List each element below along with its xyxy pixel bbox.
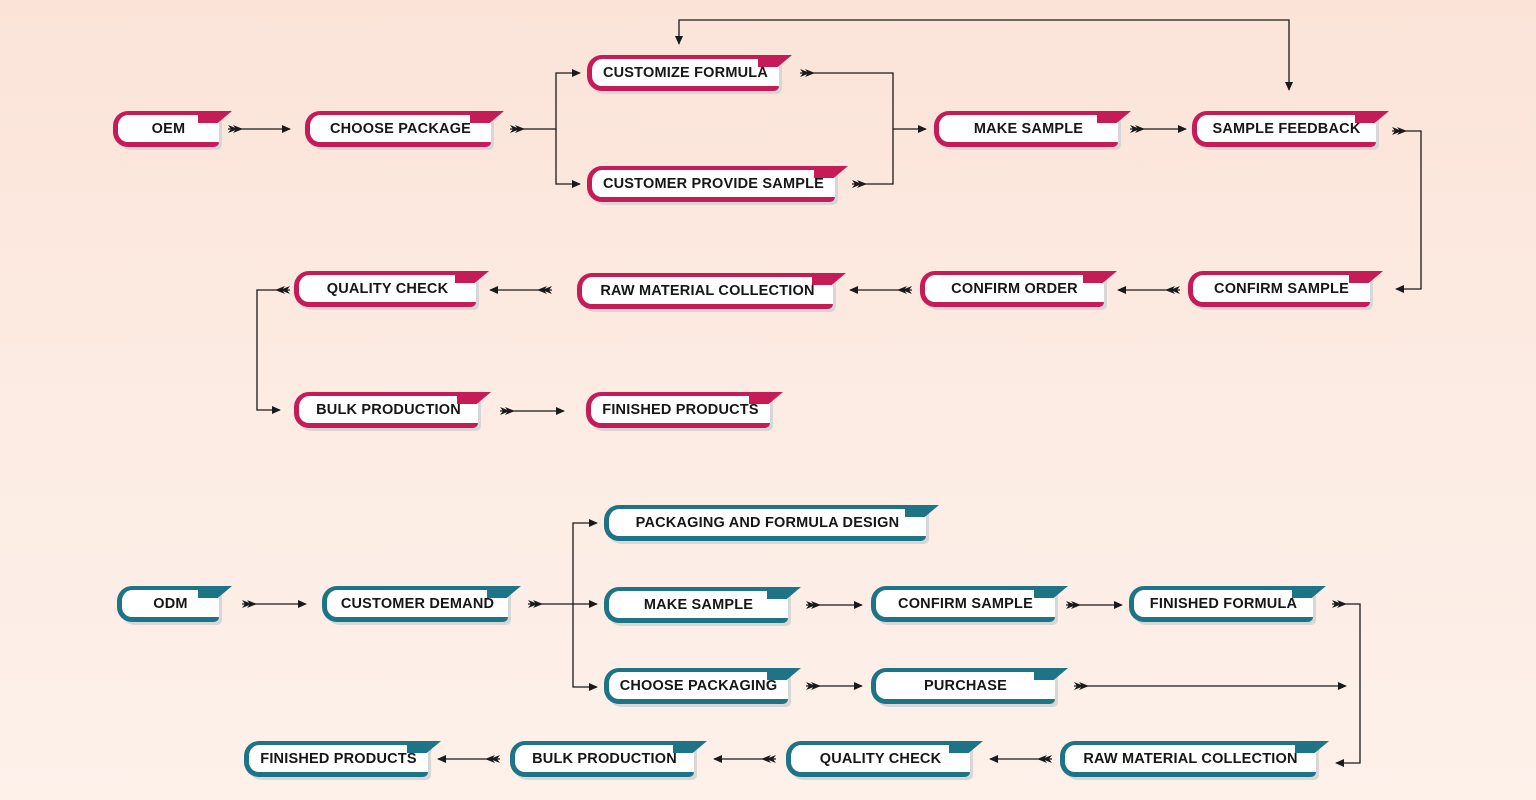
- node-label: CHOOSE PACKAGING: [619, 677, 778, 694]
- arrow-tail-icon: [537, 286, 552, 294]
- node-label: OEM: [151, 120, 186, 137]
- node-label: PACKAGING AND FORMULA DESIGN: [635, 514, 900, 531]
- odm-choose-packaging-node: CHOOSE PACKAGING: [604, 668, 801, 704]
- arrow-tail-icon: [242, 600, 257, 608]
- node-label: MAKE SAMPLE: [973, 120, 1084, 137]
- node-label: QUALITY CHECK: [819, 750, 942, 767]
- edge-customize-formula-to-make-sample: [800, 72, 927, 134]
- oem-sample-feedback-node: SAMPLE FEEDBACK: [1192, 111, 1389, 147]
- oem-raw-material-collection-node: RAW MATERIAL COLLECTION: [577, 273, 846, 309]
- node-label: CONFIRM SAMPLE: [1214, 280, 1349, 297]
- node-label: QUALITY CHECK: [326, 280, 449, 297]
- odm-bulk-production-node: BULK PRODUCTION: [510, 741, 707, 777]
- node-label: FINISHED FORMULA: [1149, 595, 1298, 612]
- arrow-tail-icon: [485, 755, 500, 763]
- odm-finished-products-node: FINISHED PRODUCTS: [244, 741, 441, 777]
- arrow-tail-icon: [228, 125, 243, 133]
- node-label: SAMPLE FEEDBACK: [1212, 120, 1361, 137]
- node-label: CONFIRM SAMPLE: [898, 595, 1033, 612]
- oem-choose-package-node: CHOOSE PACKAGE: [305, 111, 504, 147]
- node-label: RAW MATERIAL COLLECTION: [600, 282, 815, 299]
- node-label: ODM: [153, 595, 188, 612]
- node-label: FINISHED PRODUCTS: [260, 750, 417, 767]
- odm-make-sample-node: MAKE SAMPLE: [604, 587, 801, 623]
- node-label: CHOOSE PACKAGE: [329, 120, 472, 137]
- odm-customer-demand-node: CUSTOMER DEMAND: [322, 586, 521, 622]
- oem-customer-provide-sample-node: CUSTOMER PROVIDE SAMPLE: [587, 166, 848, 202]
- arrow-tail-icon: [1074, 682, 1089, 690]
- arrow-tail-icon: [1332, 600, 1347, 608]
- odm-start-node: ODM: [117, 586, 232, 622]
- arrow-tail-icon: [800, 69, 815, 77]
- node-label: CUSTOMIZE FORMULA: [602, 64, 769, 81]
- oem-quality-check-node: QUALITY CHECK: [294, 271, 489, 307]
- edge-sample-feedback-to-confirm-sample: [1392, 130, 1422, 294]
- node-label: BULK PRODUCTION: [316, 401, 461, 418]
- node-label: CONFIRM ORDER: [951, 280, 1078, 297]
- oem-customize-formula-node: CUSTOMIZE FORMULA: [587, 55, 792, 91]
- edge-quality-check-to-bulk-production: [256, 289, 290, 415]
- arrow-tail-icon: [1066, 601, 1081, 609]
- odm-quality-check-node: QUALITY CHECK: [786, 741, 983, 777]
- arrow-tail-icon: [852, 180, 867, 188]
- arrow-tail-icon: [528, 600, 543, 608]
- node-label: MAKE SAMPLE: [643, 596, 754, 613]
- node-label: RAW MATERIAL COLLECTION: [1083, 750, 1298, 767]
- edge-customer-demand-to-choose-packaging: [572, 604, 598, 692]
- odm-finished-formula-node: FINISHED FORMULA: [1129, 586, 1326, 622]
- arrow-tail-icon: [761, 755, 776, 763]
- node-label: CUSTOMER DEMAND: [340, 595, 495, 612]
- odm-confirm-sample-node: CONFIRM SAMPLE: [871, 586, 1068, 622]
- arrow-tail-icon: [1392, 127, 1407, 135]
- oem-confirm-order-node: CONFIRM ORDER: [920, 271, 1117, 307]
- edge-choose-package-to-customize-formula: [510, 68, 581, 130]
- oem-start-node: OEM: [113, 111, 232, 147]
- oem-bulk-production-node: BULK PRODUCTION: [294, 392, 491, 428]
- node-label: PURCHASE: [924, 677, 1007, 694]
- node-label: BULK PRODUCTION: [532, 750, 677, 767]
- arrow-tail-icon: [1165, 286, 1180, 294]
- odm-packaging-formula-design-node: PACKAGING AND FORMULA DESIGN: [604, 505, 939, 541]
- oem-make-sample-node: MAKE SAMPLE: [934, 111, 1131, 147]
- edge-sample-feedback-to-customize-formula: [674, 19, 1294, 91]
- oem-confirm-sample-node: CONFIRM SAMPLE: [1188, 271, 1383, 307]
- arrow-tail-icon: [500, 407, 515, 415]
- edge-customer-demand-to-packaging-design: [528, 518, 598, 605]
- arrow-tail-icon: [510, 125, 525, 133]
- odm-raw-material-collection-node: RAW MATERIAL COLLECTION: [1060, 741, 1329, 777]
- arrow-tail-icon: [897, 286, 912, 294]
- arrow-tail-icon: [1130, 125, 1145, 133]
- odm-purchase-node: PURCHASE: [871, 668, 1068, 704]
- arrow-tail-icon: [806, 601, 821, 609]
- arrow-tail-icon: [1037, 755, 1052, 763]
- edge-customer-provide-sample-to-make-sample: [852, 129, 894, 185]
- node-label: CUSTOMER PROVIDE SAMPLE: [602, 175, 825, 192]
- edge-finished-formula-to-raw-material: [1332, 603, 1361, 768]
- node-label: FINISHED PRODUCTS: [602, 401, 759, 418]
- oem-finished-products-node: FINISHED PRODUCTS: [586, 392, 783, 428]
- arrow-tail-icon: [806, 682, 821, 690]
- arrow-tail-icon: [275, 286, 290, 294]
- edge-choose-package-to-customer-provide-sample: [555, 129, 581, 189]
